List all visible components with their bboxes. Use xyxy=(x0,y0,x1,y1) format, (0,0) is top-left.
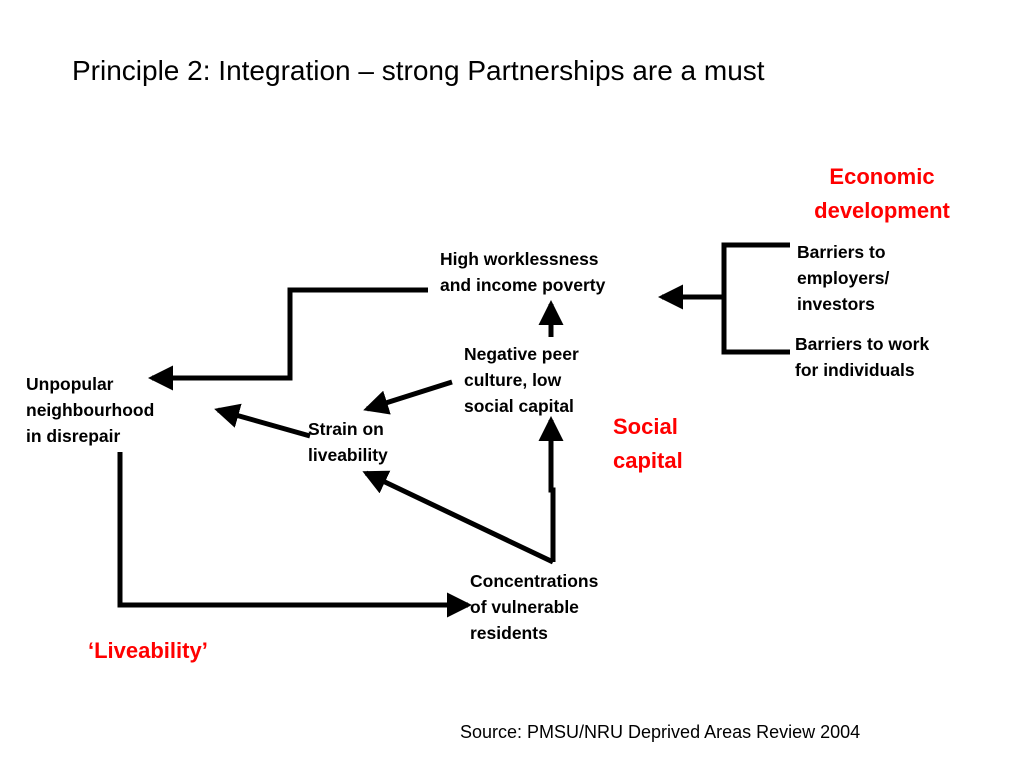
node-text: residents xyxy=(470,623,548,643)
node-text: Unpopular xyxy=(26,374,114,394)
node-text: and income poverty xyxy=(440,275,606,295)
bracket-barriers-line xyxy=(721,242,790,355)
node-unpopular-neighbourhood: Unpopular neighbourhood in disrepair xyxy=(26,371,154,449)
node-text: Strain on xyxy=(308,419,384,439)
theme-economic-development: Economic development xyxy=(790,160,974,228)
node-text: Negative peer xyxy=(464,344,579,364)
node-text: social capital xyxy=(464,396,574,416)
node-text: Barriers to work xyxy=(795,334,930,354)
source-caption: Source: PMSU/NRU Deprived Areas Review 2… xyxy=(460,722,861,742)
node-barriers-employers: Barriers to employers/ investors xyxy=(797,239,889,317)
node-text: for individuals xyxy=(795,360,915,380)
theme-social-capital: Social capital xyxy=(613,410,683,478)
node-high-worklessness: High worklessness and income poverty xyxy=(440,246,605,298)
node-text: in disrepair xyxy=(26,426,121,446)
node-text: investors xyxy=(797,294,875,314)
node-text: neighbourhood xyxy=(26,400,155,420)
node-barriers-work: Barriers to work for individuals xyxy=(795,331,929,383)
node-text: Concentrations xyxy=(470,571,599,591)
node-text: High worklessness xyxy=(440,249,599,269)
slide-title: Principle 2: Integration – strong Partne… xyxy=(72,55,765,86)
theme-text: capital xyxy=(613,448,683,473)
node-negative-peer: Negative peer culture, low social capita… xyxy=(464,341,579,419)
node-strain-on-liveability: Strain on liveability xyxy=(308,416,388,468)
theme-text: Social xyxy=(613,414,678,439)
arrow-strain-to-unpopular xyxy=(214,403,311,439)
arrow-concentrations-to-strain xyxy=(362,470,555,565)
node-text: culture, low xyxy=(464,370,562,390)
node-text: of vulnerable xyxy=(470,597,579,617)
theme-text: development xyxy=(814,198,950,223)
theme-text: Economic xyxy=(829,164,935,189)
arrow-concentrations-to-peer xyxy=(538,415,564,562)
node-text: Barriers to xyxy=(797,242,886,262)
theme-liveability: ‘Liveability’ xyxy=(88,638,208,663)
arrow-worklessness-to-unpopular xyxy=(147,287,428,391)
arrow-peer-to-strain xyxy=(363,379,453,415)
node-concentrations: Concentrations of vulnerable residents xyxy=(470,568,598,646)
node-text: liveability xyxy=(308,445,388,465)
arrow-unpopular-to-concentrations xyxy=(117,452,473,618)
node-text: employers/ xyxy=(797,268,890,288)
